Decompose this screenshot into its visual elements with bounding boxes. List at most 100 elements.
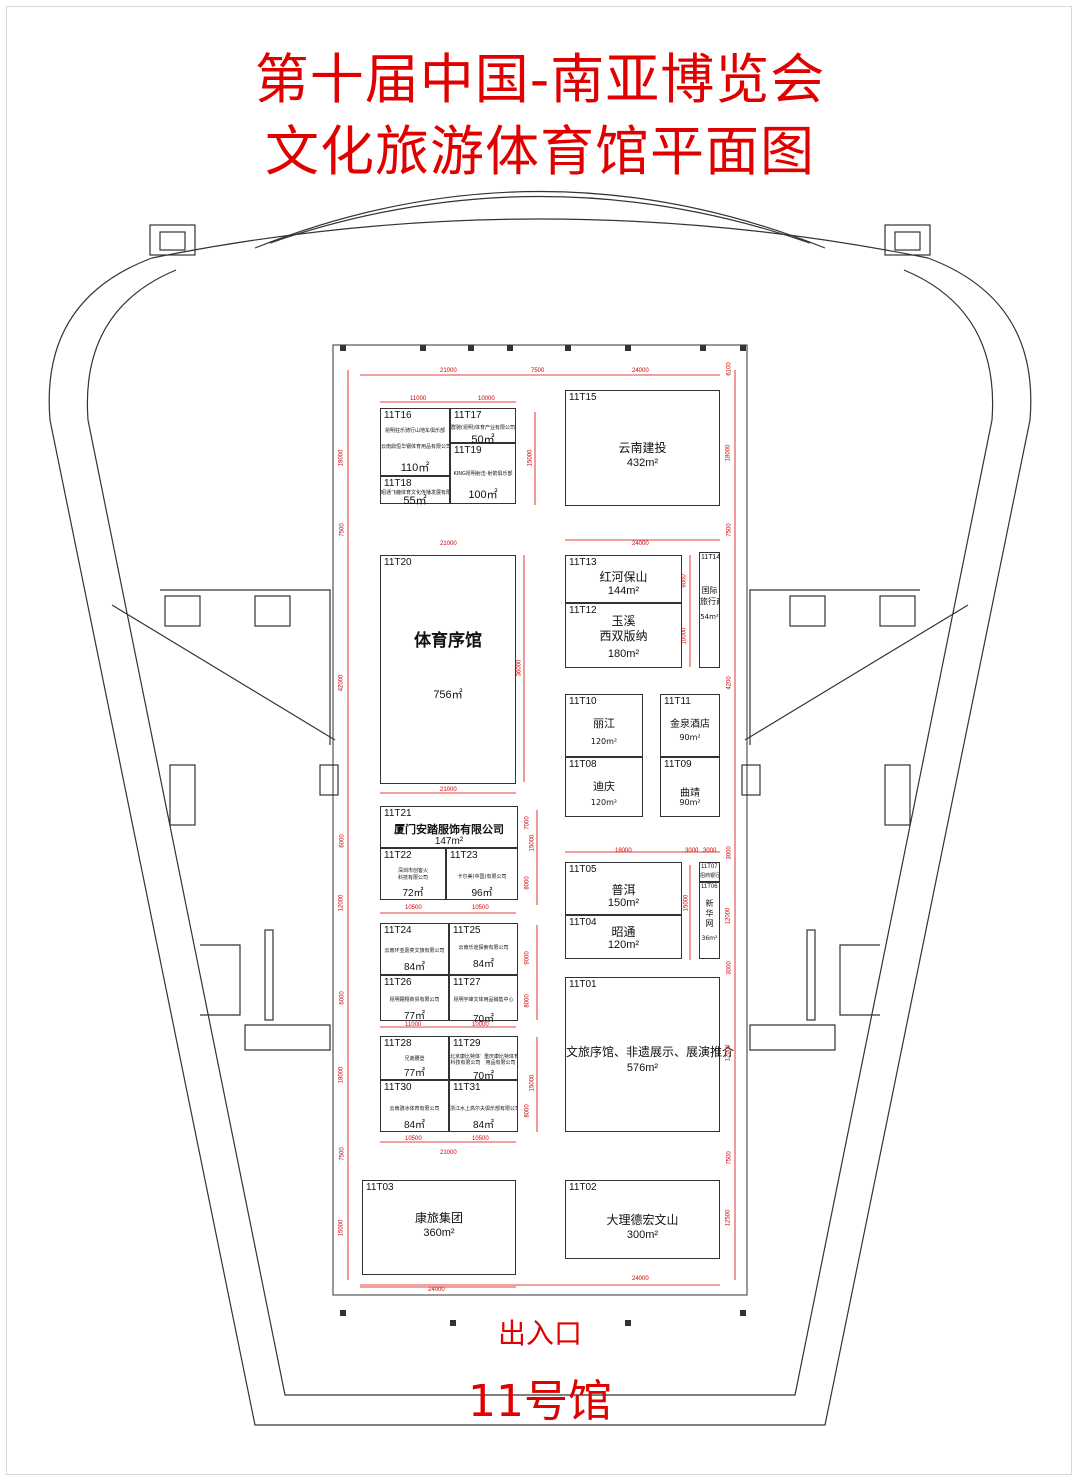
booth-code: 11T17 [454, 410, 482, 421]
outer-shell [48, 257, 1032, 1426]
booth-code: 11T26 [384, 977, 412, 988]
booth-11T01[interactable]: 11T01 文旅序馆、非遗展示、展演推介 576m² [565, 977, 735, 1132]
dim-label: 8000 [524, 994, 531, 1008]
map-title-line2: 文化旅游体育馆平面图 [265, 120, 815, 183]
booth-code: 11T06 [701, 884, 718, 890]
dim-label: 7500 [726, 523, 733, 537]
booth-code: 11T28 [384, 1038, 412, 1049]
booth-area: 90m² [679, 733, 701, 742]
booth-11T25[interactable]: 11T25 云南乐途探索有限公司 84㎡ [449, 923, 518, 975]
booth-11T18[interactable]: 11T18 昭通飞鹿体育文化传播发展有限公司 55㎡ [380, 476, 450, 507]
dim-label: 15000 [683, 894, 690, 912]
booth-11T03[interactable]: 11T03 康旅集团 360m² [362, 1180, 516, 1275]
booth-company: 云南环亚嘉奕文旅有限公司 [384, 948, 445, 954]
booth-11T09[interactable]: 11T09 曲靖 90m² [660, 757, 720, 817]
booth-area: 120m² [607, 939, 640, 951]
booth-11T20[interactable]: 11T20 体育序馆 756㎡ [380, 555, 516, 784]
booth-area: 100㎡ [468, 489, 498, 501]
booth-11T11[interactable]: 11T11 金泉酒店 90m² [660, 694, 720, 757]
roof-arch [254, 190, 826, 249]
booth-code: 11T20 [384, 557, 412, 568]
dim-label: 11000 [405, 1022, 422, 1028]
booth-11T19[interactable]: 11T19 KING昆明射击·射箭俱乐部 100㎡ [450, 443, 516, 504]
dim-label: 6000 [339, 991, 346, 1005]
booth-code: 11T13 [569, 557, 597, 568]
dim-label: 10000 [472, 1022, 489, 1028]
booth-code: 11T02 [569, 1182, 597, 1193]
booth-company: 云南骁冰体育有限公司 [389, 1106, 440, 1112]
booth-11T28[interactable]: 11T28 兄弟腰登 77㎡ [380, 1036, 449, 1080]
dim-label: 24000 [428, 1287, 445, 1293]
booth-11T13[interactable]: 11T13 红河保山 144m² [565, 555, 682, 603]
dim-label: 36000 [516, 659, 523, 677]
booth-11T27[interactable]: 11T27 昆明宇峰文体用品销售中心 70㎡ [449, 975, 518, 1025]
booth-11T12[interactable]: 11T12 玉溪 西双版纳 180m² [565, 603, 682, 668]
booth-area: 84㎡ [403, 962, 426, 973]
booth-name: 康旅集团 [414, 1211, 463, 1225]
booth-11T22[interactable]: 11T22 深圳市创客火 科技有限公司 72㎡ [380, 848, 446, 900]
booth-11T07[interactable]: 11T07 招商银行 [699, 862, 720, 882]
dim-label: 15000 [527, 449, 534, 467]
booth-code: 11T10 [569, 696, 597, 707]
entrance-label: 出入口 [497, 1317, 582, 1350]
booth-company: 用品有限公司 [485, 1060, 516, 1066]
booth-11T31[interactable]: 11T31 浙江水上高尔夫俱乐部有限公司 84㎡ [449, 1080, 518, 1132]
dim-label: 3000 [685, 848, 699, 854]
booth-code: 11T12 [569, 605, 597, 616]
booth-code: 11T08 [569, 759, 597, 770]
dim-label: 24000 [632, 541, 649, 547]
booth-code: 11T03 [366, 1182, 394, 1193]
booth-code: 11T19 [454, 445, 482, 456]
booth-code: 11T24 [384, 925, 412, 936]
booth-11T10[interactable]: 11T10 丽江 120m² [565, 694, 643, 757]
dim-label: 3000 [726, 961, 733, 975]
booth-11T23[interactable]: 11T23 卡尔美(中国)有限公司 96㎡ [446, 848, 518, 900]
booth-company: 科技有限公司 [450, 1060, 481, 1066]
booth-11T26[interactable]: 11T26 昆明翱翔商贸有限公司 77㎡ [380, 975, 449, 1022]
booth-11T04[interactable]: 11T04 昭通 120m² [565, 915, 682, 959]
booth-name: 文旅序馆、非遗展示、展演推介 [566, 1045, 735, 1059]
booth-company: 招商银行 [700, 873, 719, 879]
booth-11T29[interactable]: 11T29 北京康比特体育 科技有限公司 重庆康比特体育 用品有限公司 70㎡ [449, 1036, 518, 1082]
dim-label: 9000 [524, 951, 531, 965]
booth-code: 11T04 [569, 917, 597, 928]
booth-11T05[interactable]: 11T05 普洱 150m² [565, 862, 682, 915]
dim-label: 10500 [405, 905, 422, 911]
booth-company: 北京康比特体育 [450, 1054, 481, 1060]
dim-label: 42000 [338, 674, 345, 692]
booth-11T30[interactable]: 11T30 云南骁冰体育有限公司 84㎡ [380, 1080, 449, 1132]
booth-11T14[interactable]: 11T14 国际 旅行商 54m² [699, 552, 720, 668]
booth-11T06[interactable]: 11T06 新 华 网 36m² [699, 882, 720, 959]
booth-11T24[interactable]: 11T24 云南环亚嘉奕文旅有限公司 84㎡ [380, 923, 449, 975]
dim-label: 15000 [338, 1219, 345, 1237]
booth-code: 11T27 [453, 977, 481, 988]
booth-11T15[interactable]: 11T15 云南建投 432m² [565, 390, 720, 506]
dim-label: 7500 [339, 523, 346, 537]
booth-area: 77㎡ [403, 1068, 426, 1079]
booth-area: 180m² [607, 648, 640, 660]
booth-code: 11T07 [701, 864, 718, 870]
dim-label: 18000 [338, 449, 345, 467]
booth-area: 150m² [607, 897, 640, 909]
booth-area: 756㎡ [433, 689, 463, 701]
booth-area: 360m² [423, 1227, 455, 1239]
booth-code: 11T18 [384, 478, 412, 489]
booth-11T17[interactable]: 11T17 群驰(昆明)体育产业有限公司 50㎡ [450, 408, 516, 446]
dim-label: 10500 [472, 905, 489, 911]
booth-company: 科技有限公司 [397, 875, 428, 881]
booth-code: 11T31 [453, 1082, 481, 1093]
booth-11T16[interactable]: 11T16 昆明狂乐骑行山地车俱乐部 云南鼎恒华钢体育用品有限公司 110㎡ [380, 408, 450, 476]
booth-company: 昆明宇峰文体用品销售中心 [453, 997, 514, 1003]
booth-11T02[interactable]: 11T02 大理德宏文山 300m² [565, 1180, 720, 1259]
booth-company: 卡尔美(中国)有限公司 [457, 874, 507, 880]
dim-label: 18000 [338, 1066, 345, 1084]
booth-area: 120m² [590, 737, 618, 746]
dim-label: 7000 [524, 816, 531, 830]
dim-label: 12500 [725, 1209, 732, 1227]
dim-label: 15000 [529, 834, 536, 852]
booth-area: 96㎡ [471, 888, 493, 899]
booth-11T21[interactable]: 11T21 厦门安踏服饰有限公司 147m² [380, 806, 518, 848]
booth-11T08[interactable]: 11T08 迪庆 120m² [565, 757, 643, 817]
dim-label: 18000 [725, 444, 732, 462]
booth-area: 110㎡ [400, 462, 430, 474]
